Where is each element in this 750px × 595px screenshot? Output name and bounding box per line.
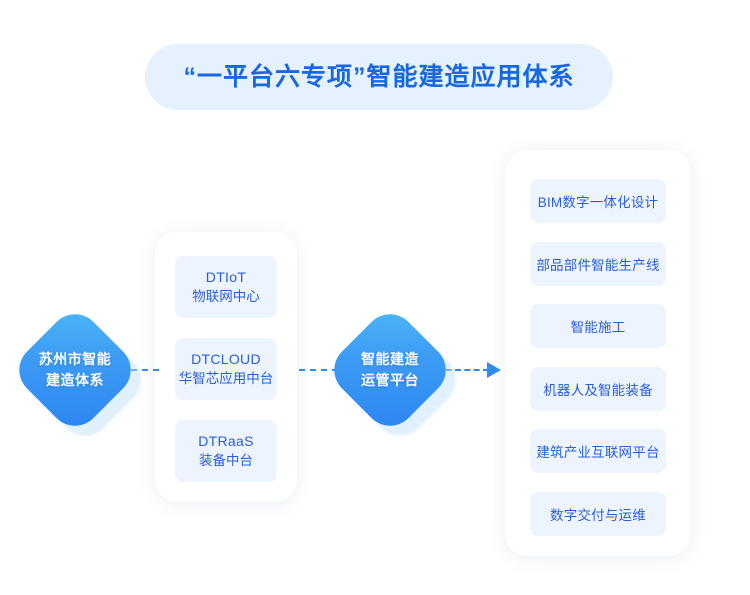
node-label: 苏州市智能 建造体系 — [20, 315, 130, 425]
project-card[interactable]: 机器人及智能装备 — [530, 367, 666, 411]
platform-card-name: 物联网中心 — [192, 289, 260, 304]
project-card-label: 机器人及智能装备 — [543, 383, 653, 398]
connector-line-middle-to-b — [299, 369, 349, 371]
platform-card-name: 华智芯应用中台 — [178, 371, 274, 386]
platform-card-name: 装备中台 — [199, 453, 253, 468]
diagram-title-banner: “一平台六专项”智能建造应用体系 — [145, 44, 613, 110]
node-operation-platform[interactable]: 智能建造 运管平台 — [323, 303, 467, 447]
middle-platform-panel: DTIoT 物联网中心 DTCLOUD 华智芯应用中台 DTRaaS 装备中台 — [155, 232, 297, 502]
platform-card-code: DTIoT — [205, 269, 247, 285]
connector-line-a-to-middle — [131, 369, 159, 371]
connector-line-b-to-right — [427, 369, 489, 371]
arrow-head-icon — [487, 362, 501, 378]
platform-card-code: DTRaaS — [198, 433, 254, 449]
platform-card[interactable]: DTIoT 物联网中心 — [175, 256, 277, 318]
project-card[interactable]: 建筑产业互联网平台 — [530, 429, 666, 473]
project-card-label: 部品部件智能生产线 — [536, 258, 660, 273]
dashed-line — [299, 369, 349, 371]
project-card[interactable]: 部品部件智能生产线 — [530, 242, 666, 286]
dashed-line — [427, 369, 489, 371]
node-label-line1: 智能建造 — [361, 351, 419, 367]
project-card-label: 建筑产业互联网平台 — [536, 445, 660, 460]
node-label-line1: 苏州市智能 — [38, 351, 112, 367]
project-card[interactable]: BIM数字一体化设计 — [530, 179, 666, 223]
project-card[interactable]: 智能施工 — [530, 304, 666, 348]
platform-card[interactable]: DTRaaS 装备中台 — [175, 420, 277, 482]
platform-card[interactable]: DTCLOUD 华智芯应用中台 — [175, 338, 277, 400]
node-label: 智能建造 运管平台 — [335, 315, 445, 425]
platform-card-code: DTCLOUD — [191, 351, 261, 367]
project-card-label: 数字交付与运维 — [550, 508, 646, 523]
project-card-label: 智能施工 — [570, 320, 626, 335]
node-label-line2: 建造体系 — [46, 372, 104, 388]
node-label-line2: 运管平台 — [361, 372, 419, 388]
project-card[interactable]: 数字交付与运维 — [530, 492, 666, 536]
right-projects-panel: BIM数字一体化设计 部品部件智能生产线 智能施工 机器人及智能装备 建筑产业互… — [505, 150, 691, 556]
project-card-label: BIM数字一体化设计 — [537, 195, 659, 210]
node-suzhou-system[interactable]: 苏州市智能 建造体系 — [8, 303, 152, 447]
dashed-line — [131, 369, 159, 371]
page-title: “一平台六专项”智能建造应用体系 — [183, 62, 575, 91]
